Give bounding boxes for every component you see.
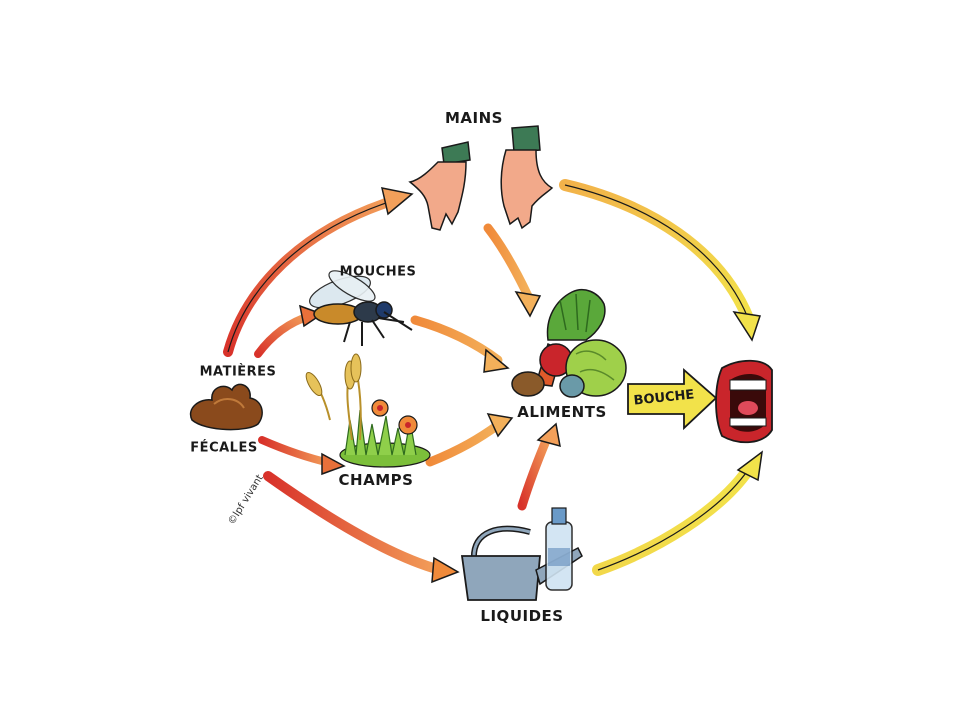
- label-fecales: FÉCALES: [190, 440, 258, 456]
- label-mains: MAINS: [445, 109, 503, 127]
- label-aliments: ALIMENTS: [517, 403, 607, 421]
- arrow-feces-to-liquids: [263, 471, 445, 575]
- feces-icon: [189, 383, 263, 431]
- hands-icon: [408, 125, 554, 231]
- arrow-liquids-to-mouth: [592, 464, 754, 576]
- arrow-feces-to-flies: [254, 312, 314, 358]
- arrow-fields-to-food: [425, 420, 503, 467]
- mouth-icon: [715, 359, 773, 444]
- liquids-icon: [460, 507, 583, 601]
- label-liquides: LIQUIDES: [480, 607, 564, 625]
- food-icon: [511, 288, 627, 398]
- arrowhead-hands: [381, 187, 414, 216]
- arrow-feces-to-fields: [258, 436, 334, 467]
- label-mouches: MOUCHES: [339, 264, 417, 280]
- label-matieres: MATIÈRES: [199, 364, 277, 380]
- arrow-liquids-to-food: [517, 431, 553, 511]
- label-champs: CHAMPS: [338, 471, 414, 489]
- arrow-food-to-mouth: [627, 368, 718, 431]
- arrow-hands-to-food: [483, 223, 533, 301]
- fields-icon: [305, 353, 431, 468]
- fly-icon: [309, 270, 413, 346]
